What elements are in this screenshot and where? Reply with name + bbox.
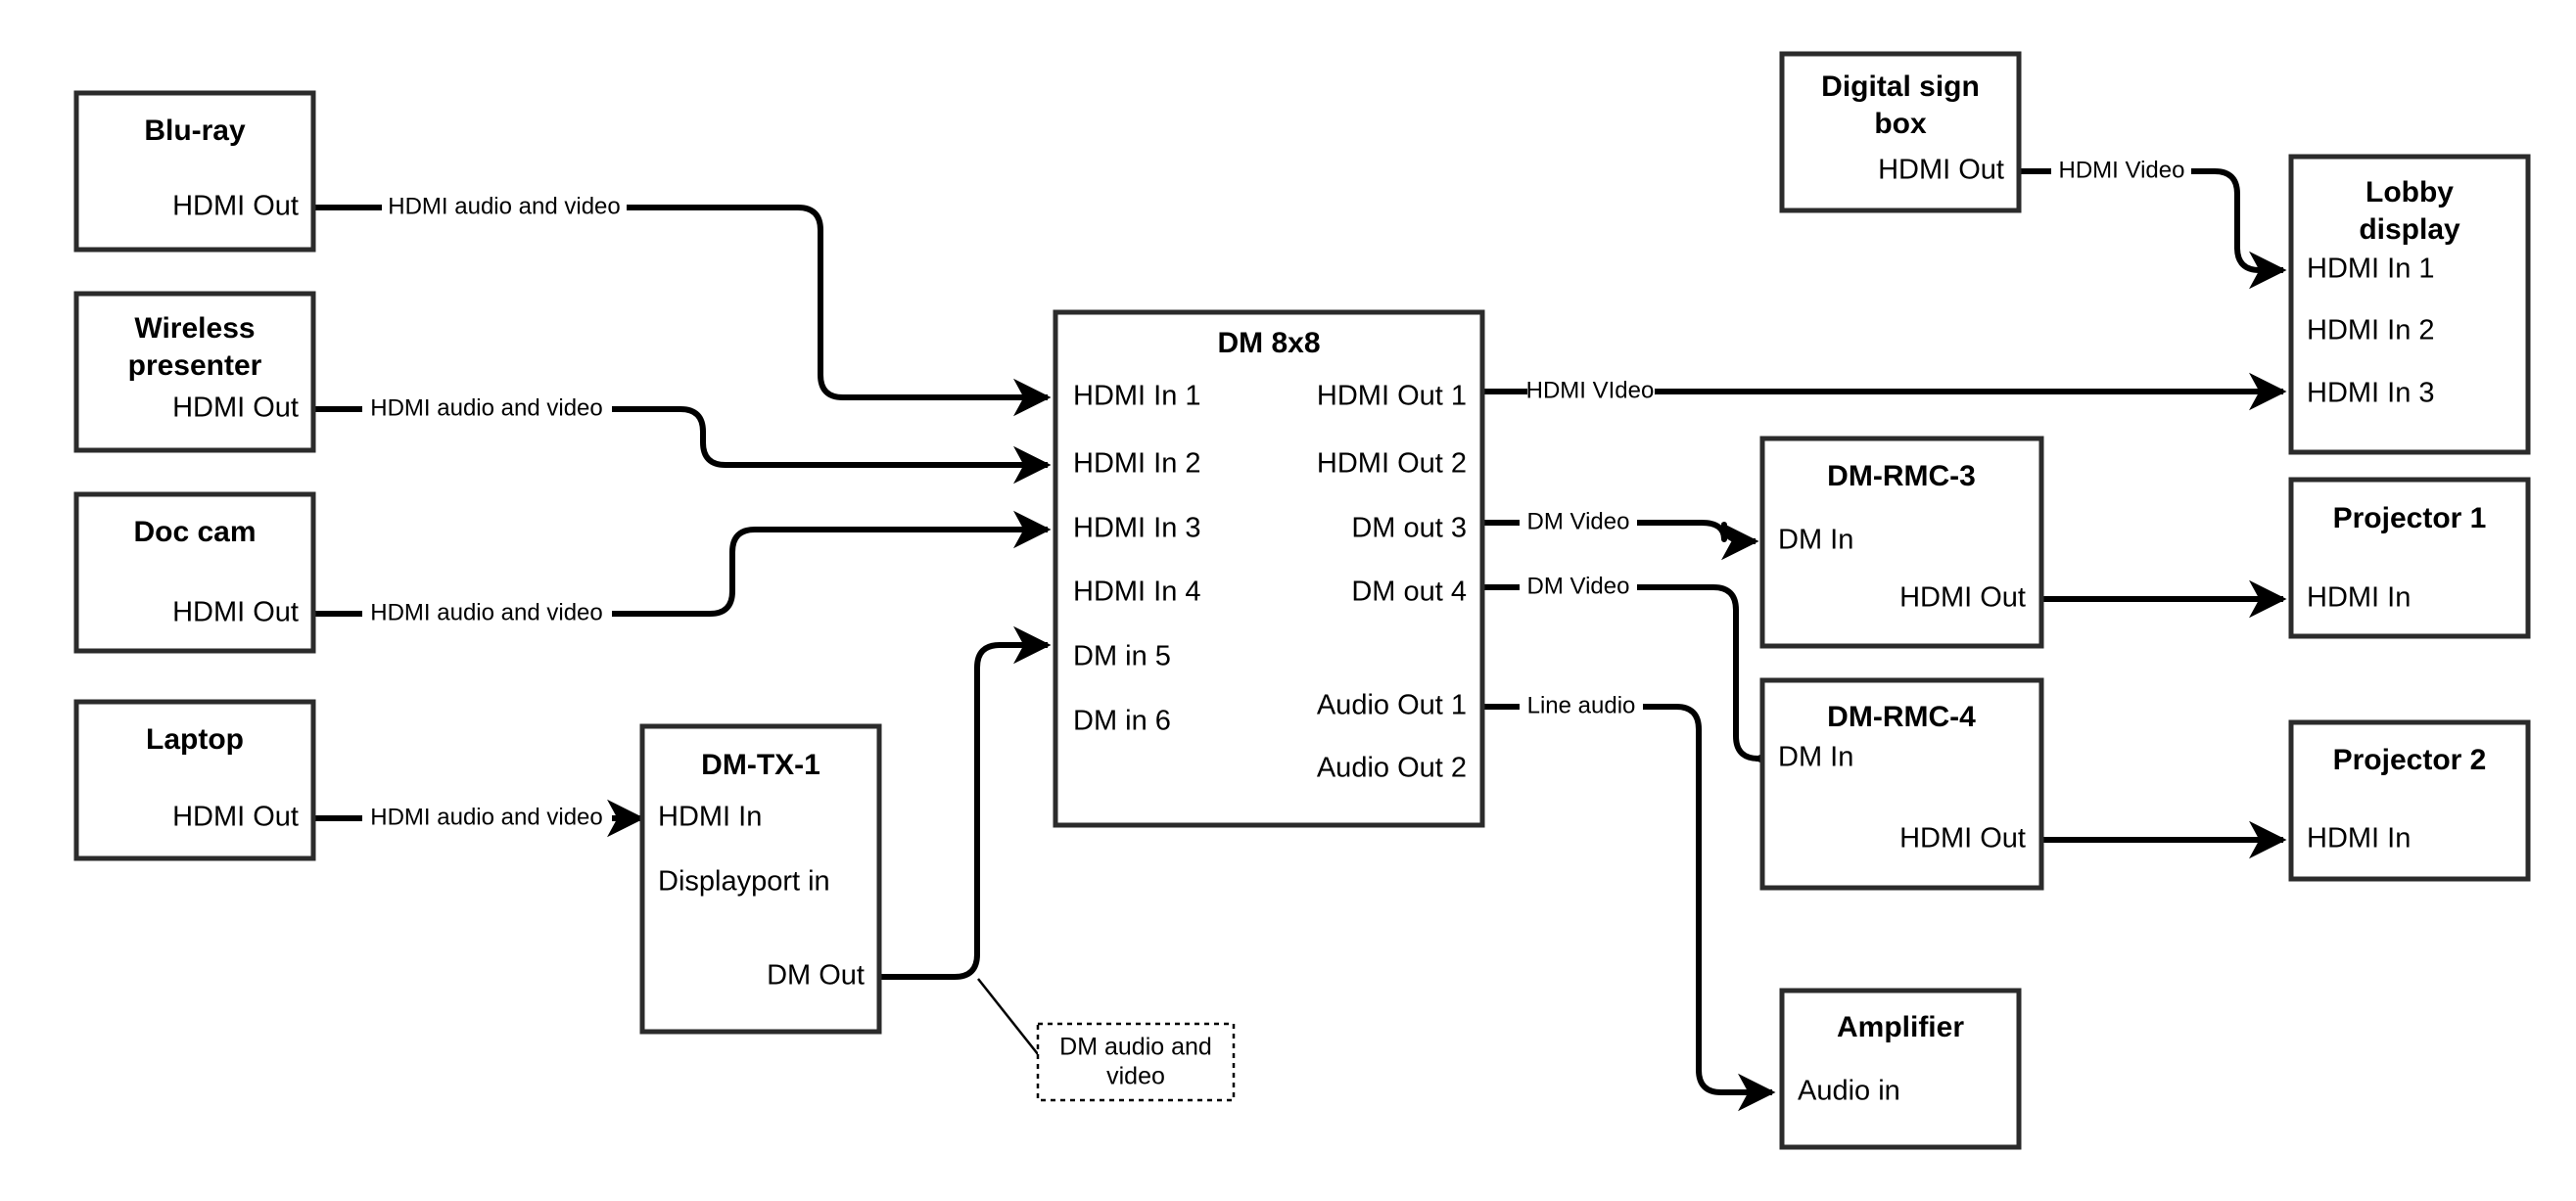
dm-8x8-output-dm-out-4: DM out 4 <box>1351 577 1467 608</box>
amplifier-port-audio-in: Audio in <box>1798 1076 1900 1107</box>
note-line2: video <box>1106 1063 1165 1090</box>
doc-cam-title: Doc cam <box>133 516 256 548</box>
doc-cam-port-hdmi-out: HDMI Out <box>172 597 299 628</box>
note-dm-audio-and-video: DM audio and video <box>1036 1022 1236 1102</box>
dm-rmc-4-title: DM-RMC-4 <box>1827 701 1976 733</box>
node-dm-tx-1[interactable]: DM-TX-1 HDMI In Displayport in DM Out <box>639 723 882 1035</box>
edge-label-laptop: HDMI audio and video <box>370 804 602 830</box>
dm-rmc-4-port-hdmi-out: HDMI Out <box>1899 823 2026 855</box>
link-dm-out1-to-lobby-in3: HDMI VIdeo <box>1482 377 2283 403</box>
dm-tx-1-port-dm-out: DM Out <box>767 960 865 992</box>
laptop-box[interactable] <box>73 699 316 861</box>
node-doc-cam[interactable]: Doc cam HDMI Out <box>73 491 316 654</box>
dm-8x8-output-audio-out-2: Audio Out 2 <box>1317 753 1467 784</box>
node-dm-rmc-3[interactable]: DM-RMC-3 DM In HDMI Out <box>1759 436 2044 649</box>
node-dm-rmc-4[interactable]: DM-RMC-4 DM In HDMI Out <box>1759 677 2044 891</box>
dm-rmc-3-port-dm-in: DM In <box>1778 525 1853 556</box>
edge-label-dm-video-out3: DM Video <box>1527 508 1630 534</box>
lobby-display-input-hdmi-in-1: HDMI In 1 <box>2307 254 2435 285</box>
dm-8x8-output-hdmi-out-1: HDMI Out 1 <box>1317 381 1467 412</box>
node-wireless-presenter[interactable]: Wireless presenter HDMI Out <box>73 291 316 453</box>
dm-tx-1-title: DM-TX-1 <box>701 749 820 781</box>
edge-label-dm-video-out4: DM Video <box>1527 573 1630 599</box>
dm-8x8-input-hdmi-in-1: HDMI In 1 <box>1073 381 1201 412</box>
digital-sign-box-rect[interactable] <box>1779 51 2022 213</box>
dm-8x8-input-hdmi-in-4: HDMI In 4 <box>1073 577 1201 608</box>
node-projector-1[interactable]: Projector 1 HDMI In <box>2288 477 2531 639</box>
node-lobby-display[interactable]: Lobby display HDMI In 1 HDMI In 2 HDMI I… <box>2288 154 2531 455</box>
dm-8x8-title: DM 8x8 <box>1217 327 1320 359</box>
dm-rmc-4-port-dm-in: DM In <box>1778 742 1853 773</box>
node-dm-8x8[interactable]: DM 8x8 HDMI In 1 HDMI In 2 HDMI In 3 HDM… <box>1053 309 1485 828</box>
dm-8x8-output-audio-out-1: Audio Out 1 <box>1317 690 1467 721</box>
dm-rmc-3-box[interactable] <box>1759 436 2044 649</box>
projector-2-port-hdmi-in: HDMI In <box>2307 823 2411 855</box>
dm-8x8-output-hdmi-out-2: HDMI Out 2 <box>1317 448 1467 480</box>
node-digital-sign-box[interactable]: Digital sign box HDMI Out <box>1779 51 2022 213</box>
projector-2-title: Projector 2 <box>2333 744 2487 776</box>
projector-1-box[interactable] <box>2288 477 2531 639</box>
dm-8x8-output-dm-out-3: DM out 3 <box>1351 513 1467 544</box>
amplifier-box[interactable] <box>1779 988 2022 1150</box>
edge-label-hdmi-video-out1: HDMI VIdeo <box>1526 377 1655 403</box>
link-sign-to-lobby-in1: HDMI Video <box>2019 157 2283 270</box>
projector-1-port-hdmi-in: HDMI In <box>2307 582 2411 614</box>
link-wireless-to-dm-in2: HDMI audio and video <box>313 394 1048 465</box>
bluray-box[interactable] <box>73 90 316 253</box>
laptop-port-hdmi-out: HDMI Out <box>172 802 299 833</box>
laptop-title: Laptop <box>146 723 244 756</box>
dm-tx-1-box[interactable] <box>639 723 882 1035</box>
dm-rmc-3-title: DM-RMC-3 <box>1827 460 1976 492</box>
dm-8x8-input-dm-in-6: DM in 6 <box>1073 706 1171 737</box>
projector-1-title: Projector 1 <box>2333 502 2487 534</box>
lobby-display-box[interactable] <box>2288 154 2531 455</box>
amplifier-title: Amplifier <box>1837 1011 1964 1043</box>
wireless-presenter-title-line1: Wireless <box>134 312 255 345</box>
lobby-display-input-hdmi-in-2: HDMI In 2 <box>2307 315 2435 346</box>
dm-tx-1-port-displayport-in: Displayport in <box>658 866 830 898</box>
digital-sign-box-title-line2: box <box>1874 108 1927 140</box>
link-audio-out1-to-amplifier: Line audio <box>1482 692 1772 1092</box>
doc-cam-box[interactable] <box>73 491 316 654</box>
lobby-display-title-line1: Lobby <box>2365 176 2454 208</box>
edge-label-sign-hdmi-video: HDMI Video <box>2059 157 2185 183</box>
wireless-presenter-title-line2: presenter <box>128 349 262 382</box>
link-doccam-to-dm-in3: HDMI audio and video <box>313 530 1048 625</box>
link-laptop-to-dmtx1: HDMI audio and video <box>313 804 641 830</box>
link-dm-out4-to-rmc4: DM Video <box>1482 573 1758 759</box>
edge-label-doccam: HDMI audio and video <box>370 599 602 625</box>
dm-8x8-input-hdmi-in-3: HDMI In 3 <box>1073 513 1201 544</box>
dm-rmc-4-box[interactable] <box>1759 677 2044 891</box>
lobby-display-title-line2: display <box>2359 213 2460 246</box>
wireless-presenter-box[interactable] <box>73 291 316 453</box>
bluray-title: Blu-ray <box>144 115 246 147</box>
digital-sign-box-port-hdmi-out: HDMI Out <box>1878 155 2004 186</box>
node-laptop[interactable]: Laptop HDMI Out <box>73 699 316 861</box>
node-bluray[interactable]: Blu-ray HDMI Out <box>73 90 316 253</box>
dm-tx-1-port-hdmi-in: HDMI In <box>658 802 762 833</box>
note-leader-line <box>977 978 1039 1055</box>
edge-label-line-audio: Line audio <box>1527 692 1636 718</box>
note-box <box>1036 1022 1236 1102</box>
link-dm-out3-to-rmc3: DM Video <box>1482 508 1756 541</box>
link-dmtx1-to-dm-in5 <box>879 625 1052 1055</box>
digital-sign-box-title-line1: Digital sign <box>1821 70 1980 103</box>
projector-2-box[interactable] <box>2288 719 2531 882</box>
node-projector-2[interactable]: Projector 2 HDMI In <box>2288 719 2531 882</box>
link-bluray-to-dm-in1: HDMI audio and video <box>313 193 1048 397</box>
dm-8x8-input-dm-in-5: DM in 5 <box>1073 641 1171 672</box>
note-line1: DM audio and <box>1059 1034 1212 1061</box>
dm-8x8-input-hdmi-in-2: HDMI In 2 <box>1073 448 1201 480</box>
lobby-display-input-hdmi-in-3: HDMI In 3 <box>2307 378 2435 409</box>
bluray-port-hdmi-out: HDMI Out <box>172 191 299 222</box>
wireless-presenter-port-hdmi-out: HDMI Out <box>172 393 299 424</box>
edge-label-bluray: HDMI audio and video <box>388 193 620 219</box>
edge-label-wireless: HDMI audio and video <box>370 394 602 421</box>
node-amplifier[interactable]: Amplifier Audio in <box>1779 988 2022 1150</box>
dm-rmc-3-port-hdmi-out: HDMI Out <box>1899 582 2026 614</box>
dm-8x8-box[interactable] <box>1053 309 1485 828</box>
